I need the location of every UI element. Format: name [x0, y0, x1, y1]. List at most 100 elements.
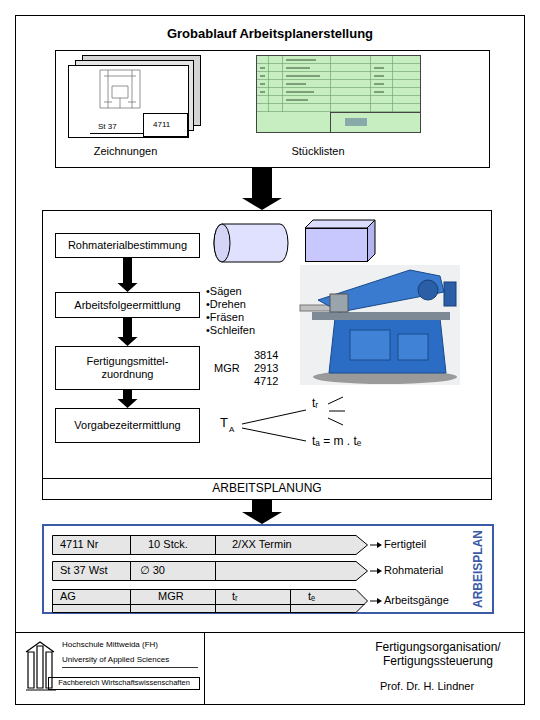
row-pointer-head — [377, 598, 382, 604]
step-text: Arbeitsfolgeermittlung — [56, 293, 199, 317]
round-bar-end — [214, 224, 230, 262]
control-box — [444, 282, 456, 306]
time-fan-lines — [328, 397, 345, 425]
photo-background — [300, 265, 460, 385]
institution-name: University of Applied Sciences — [62, 655, 169, 664]
row-cell-text: 4711 Nr — [60, 538, 98, 551]
box-caption: Stücklisten — [268, 145, 368, 158]
cell-divider — [215, 589, 216, 613]
row-cell-text: tᵣ — [232, 590, 238, 603]
row-caption: Rohmaterial — [384, 564, 443, 577]
process-step-box: Vorgabezeitermittlung — [55, 408, 200, 443]
plan-row-band: 4711 Nr 10 Stck. 2/XX Termin — [52, 535, 368, 555]
machine-group-number: 2913 — [254, 362, 278, 375]
slide-frame — [16, 16, 525, 705]
row-pointer — [370, 545, 377, 546]
author-name: Prof. Dr. H. Lindner — [380, 680, 474, 693]
operation-item: •Fräsen — [206, 311, 244, 324]
time-subscript: A — [229, 425, 234, 434]
leader-line — [242, 410, 306, 424]
footer-cell: Fertigungsorganisation/ Fertigungssteuer… — [204, 632, 525, 705]
process-step-box: Rohmaterialbestimmung — [55, 233, 200, 258]
plan-row-band: St 37 Wst∅ 30 — [52, 561, 368, 581]
cell-divider — [215, 561, 216, 581]
plan-row-band: AG MGR tᵣ tₑ — [52, 589, 368, 613]
round-bar-stock — [214, 224, 288, 262]
operation-item: •Sägen — [206, 285, 242, 298]
row-caption: Fertigteil — [384, 538, 426, 551]
flow-arrow — [242, 500, 282, 524]
part-sketch — [100, 70, 140, 108]
row-strip-divider — [52, 604, 365, 605]
process-step-box: Fertigungsmittel- zuordnung — [55, 346, 200, 390]
cell-divider — [130, 589, 131, 613]
row-cell-text: AG — [60, 590, 76, 603]
row-caption: Arbeitsgänge — [384, 594, 449, 607]
time-symbol: T — [220, 416, 228, 431]
parts-list-entries — [260, 60, 384, 100]
box-caption: Zeichnungen — [78, 145, 173, 158]
footer-cell: Hochschule Mittweida (FH) University of A… — [15, 632, 205, 705]
saw-stand-panel — [398, 334, 428, 360]
operation-item: •Drehen — [206, 298, 246, 311]
parts-list-title-block — [331, 113, 421, 133]
saw-arm — [318, 270, 444, 312]
saw-stand-panel — [350, 330, 390, 360]
process-step-box: Arbeitsfolgeermittlung — [55, 292, 200, 318]
drawing-sheet — [69, 66, 189, 138]
row-pointer-head — [377, 568, 382, 574]
time-symbol: tᵣ — [312, 397, 318, 411]
institution-name: Hochschule Mittweida (FH) — [62, 640, 158, 649]
flow-arrow — [118, 318, 138, 346]
input-documents-box: Zeichnungen Stücklisten — [55, 50, 490, 168]
slide-title: Grobablauf Arbeitsplanerstellung — [15, 27, 525, 42]
operation-item: •Schleifen — [206, 324, 255, 337]
machine-group-number: 4712 — [254, 375, 278, 388]
block-stock-side — [367, 220, 375, 262]
machine-group-label: MGR — [214, 362, 240, 375]
step-text: Rohmaterialbestimmung — [56, 234, 199, 257]
row-cell-text: 2/XX Termin — [232, 538, 292, 551]
row-band-shape — [53, 562, 368, 581]
time-formula: tₐ = m . tₑ — [312, 435, 361, 449]
cell-divider — [130, 561, 131, 581]
step-text: Vorgabezeitermittlung — [56, 409, 199, 442]
part-number: 4711 — [153, 120, 170, 129]
university-logo — [26, 642, 56, 690]
cell-divider — [130, 535, 131, 555]
material-code: St 37 — [98, 122, 117, 131]
band-divider — [42, 478, 492, 479]
title-block-line — [90, 133, 143, 134]
row-pointer-head — [377, 542, 382, 548]
row-cell-text: ∅ 30 — [140, 564, 165, 577]
row-cell-text: tₑ — [308, 590, 315, 603]
phase-label: ARBEITSPLANUNG — [42, 482, 492, 496]
row-pointer — [370, 601, 377, 602]
title-block-cell — [144, 114, 188, 137]
row-pointer — [370, 571, 377, 572]
step-text: Fertigungsmittel- zuordnung — [56, 347, 199, 389]
flow-arrow — [118, 258, 138, 292]
machine-group-number: 3814 — [254, 349, 278, 362]
vertical-heading: ARBEISPLAN — [472, 527, 490, 611]
cell-divider — [290, 589, 291, 613]
saw-motor — [418, 280, 438, 300]
saw-stand — [329, 318, 446, 373]
logo-rule — [62, 667, 198, 668]
parts-list-grid — [257, 56, 420, 112]
row-band-outline — [52, 589, 368, 613]
course-title: Fertigungsorganisation/ Fertigungssteuer… — [358, 641, 518, 669]
cell-divider — [215, 535, 216, 555]
row-band-outline — [52, 535, 368, 555]
row-band-shape — [53, 536, 368, 555]
saw-table — [312, 312, 450, 320]
row-band-shape — [53, 590, 368, 613]
parts-list-stamp — [345, 118, 367, 126]
row-cell-text: 10 Stck. — [148, 538, 188, 551]
row-cell-text: MGR — [158, 590, 184, 603]
block-stock-top — [305, 220, 375, 228]
flow-arrow — [118, 390, 138, 408]
flow-arrow — [242, 168, 282, 210]
